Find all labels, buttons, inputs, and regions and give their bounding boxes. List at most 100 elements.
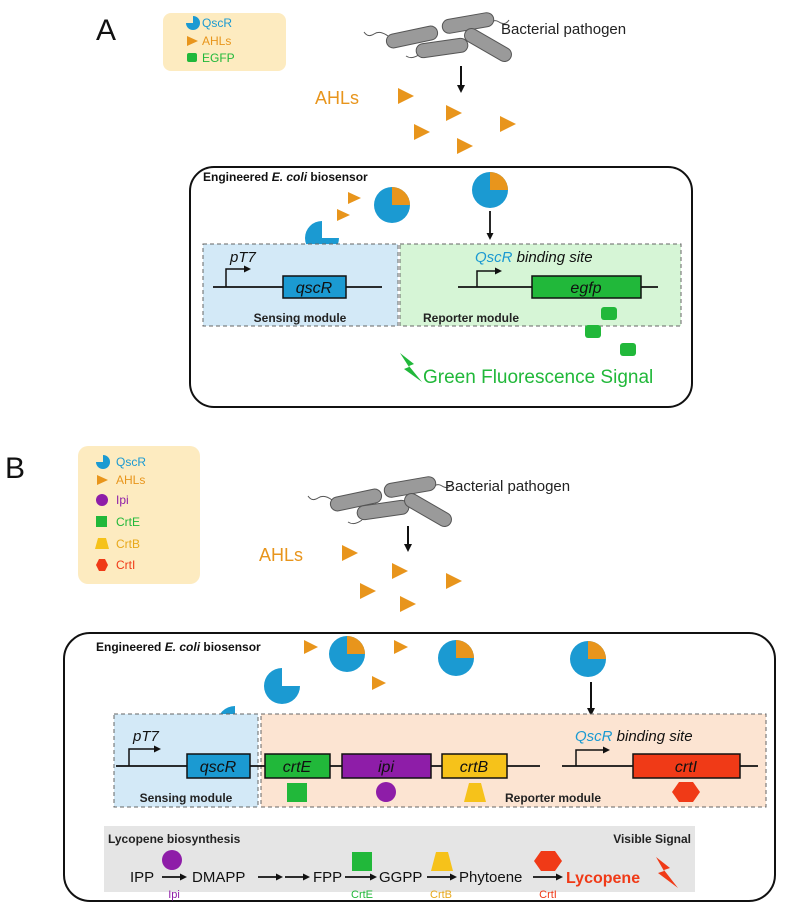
ahl-icon xyxy=(446,573,462,589)
gene-qscr-b xyxy=(186,753,251,779)
legend-b-background xyxy=(78,446,200,584)
lightning-icon-b xyxy=(656,857,678,888)
gene-crti xyxy=(632,753,741,779)
pathway-crte-icon xyxy=(352,852,372,871)
pathway-lycopene: Lycopene xyxy=(566,870,640,887)
binding-site-a-label: QscR binding site xyxy=(475,249,593,266)
legend-b-ipi-label: Ipi xyxy=(116,493,129,507)
ahl-icon xyxy=(304,640,318,654)
ahl-icon xyxy=(337,209,350,221)
panel-a: A QscR AHLs EGFP Bacterial pathogen AHLs xyxy=(96,11,693,408)
crti-protein-icon xyxy=(672,782,700,802)
ahl-molecules-a-inside xyxy=(337,192,361,221)
promoter-b-label: pT7 xyxy=(132,728,160,745)
ahl-icon xyxy=(360,583,376,599)
pathway-crti-label: CrtI xyxy=(539,889,557,901)
crte-protein-icon xyxy=(287,783,307,802)
sensing-module-b-label: Sensing module xyxy=(140,791,233,805)
pathway-crte-label: CrtE xyxy=(351,889,373,901)
visible-signal-label: Visible Signal xyxy=(613,832,691,846)
legend-b-crte-icon xyxy=(96,516,107,527)
binding-site-arrow-b xyxy=(575,746,610,766)
legend-b: QscR AHLs Ipi CrtE CrtB CrtI xyxy=(78,446,200,584)
legend-a-ahls-label: AHLs xyxy=(202,34,231,48)
legend-b-ahls-icon xyxy=(97,475,108,485)
qscr-ahl-complex-b3 xyxy=(570,641,606,677)
ahl-icon xyxy=(372,676,386,690)
pathway-dmapp: DMAPP xyxy=(192,869,245,886)
qscr-ahl-complex-a xyxy=(374,187,410,223)
legend-b-ahls-label: AHLs xyxy=(116,473,145,487)
ahl-icon xyxy=(400,596,416,612)
pathway-crtb-label: CrtB xyxy=(430,889,452,901)
legend-b-qscr-icon xyxy=(96,455,110,469)
gene-crte-label: crtE xyxy=(283,759,312,776)
ahls-b-label: AHLs xyxy=(259,545,303,565)
ahl-icon xyxy=(500,116,516,132)
ahl-icon xyxy=(348,192,361,204)
biosensor-a-title: Engineered E. coli biosensor xyxy=(203,170,368,184)
ipi-protein-icon xyxy=(376,782,396,802)
qscr-ahl-complex-b2 xyxy=(438,640,474,676)
pathway-crtb-icon xyxy=(431,852,453,871)
biosensor-b-title: Engineered E. coli biosensor xyxy=(96,640,261,654)
gene-crtb-label: crtB xyxy=(460,759,489,776)
crtb-protein-icon xyxy=(464,783,486,802)
gene-ipi-label: ipi xyxy=(378,759,394,776)
gene-qscr-a xyxy=(282,275,347,299)
ahl-icon xyxy=(342,545,358,561)
gene-crtb xyxy=(441,753,508,779)
pathogen-a-label: Bacterial pathogen xyxy=(501,21,626,38)
promoter-arrow-a xyxy=(225,265,251,287)
pathway-ipi-label: Ipi xyxy=(168,889,180,901)
pathway-box xyxy=(104,826,695,892)
gene-egfp-a xyxy=(531,275,642,299)
legend-b-crte-label: CrtE xyxy=(116,515,140,529)
pathway-ipp: IPP xyxy=(130,869,154,886)
pathway-ggpp: GGPP xyxy=(379,869,422,886)
legend-a-ahls-icon xyxy=(187,36,198,46)
legend-a-egfp-label: EGFP xyxy=(202,51,235,65)
gene-crte xyxy=(264,753,331,779)
gene-egfp-a-label: egfp xyxy=(570,280,601,297)
pathway-fpp: FPP xyxy=(313,869,342,886)
legend-a: QscR AHLs EGFP xyxy=(163,13,286,71)
ahl-icon xyxy=(446,105,462,121)
ahl-molecules-b-inside xyxy=(304,640,408,690)
legend-b-crtb-icon xyxy=(95,538,109,549)
gene-ipi xyxy=(341,753,432,779)
bacterial-pathogen-b: Bacterial pathogen xyxy=(307,475,570,530)
gene-qscr-a-label: qscR xyxy=(296,280,333,297)
sensing-module-a-label: Sensing module xyxy=(254,311,347,325)
ahl-icon xyxy=(394,640,408,654)
egfp-icon xyxy=(601,307,617,320)
qscr-ahl-complex-b1 xyxy=(329,636,365,672)
ahl-icon xyxy=(457,138,473,154)
binding-site-arrow-a xyxy=(476,267,502,287)
panel-b: B QscR AHLs Ipi CrtE CrtB CrtI xyxy=(5,446,776,902)
ahl-molecules-b xyxy=(342,545,462,612)
ahl-icon xyxy=(398,88,414,104)
legend-b-crtb-label: CrtB xyxy=(116,537,140,551)
legend-b-crti-icon xyxy=(96,559,108,571)
ahls-a-label: AHLs xyxy=(315,88,359,108)
reporter-module-b-label: Reporter module xyxy=(505,791,601,805)
egfp-icon xyxy=(585,325,601,338)
signal-a-label: Green Fluorescence Signal xyxy=(423,367,653,388)
legend-b-ipi-icon xyxy=(96,494,108,506)
ahl-icon xyxy=(392,563,408,579)
egfp-icon xyxy=(620,343,636,356)
legend-a-qscr-label: QscR xyxy=(202,16,232,30)
qscr-protein-b1 xyxy=(264,668,300,704)
gene-crti-label: crtI xyxy=(675,759,698,776)
egfp-proteins-a xyxy=(585,307,636,356)
pathway-title: Lycopene biosynthesis xyxy=(108,832,241,846)
promoter-arrow-b xyxy=(128,745,161,766)
qscr-ahl-complex-a2 xyxy=(472,172,508,208)
ahl-molecules-a xyxy=(398,88,516,154)
legend-a-qscr-icon xyxy=(186,16,200,30)
panel-b-label: B xyxy=(5,452,25,485)
pathway-ipi-icon xyxy=(162,850,182,870)
gene-qscr-b-label: qscR xyxy=(200,759,237,776)
